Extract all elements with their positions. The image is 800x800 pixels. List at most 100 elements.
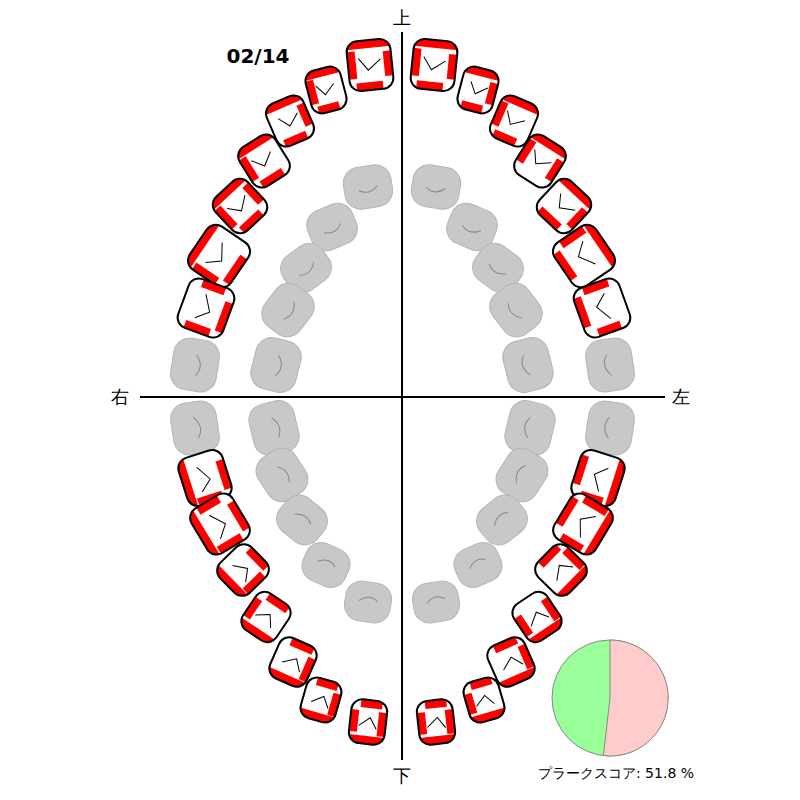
tooth-fissure [323, 223, 343, 235]
tooth-shape [409, 162, 463, 211]
tooth-fissure [254, 608, 277, 628]
tooth-fissure [207, 510, 231, 538]
axis-label: 上 [391, 8, 413, 28]
missing-tooth [449, 537, 507, 592]
tooth-fissure [282, 302, 298, 321]
tooth-fissure [520, 355, 530, 376]
tooth-fissure [358, 56, 381, 71]
tooth-outline [410, 38, 459, 92]
tooth-shape [168, 399, 221, 457]
tooth-fissure [603, 355, 611, 376]
plaque-areas [461, 675, 507, 725]
tooth-outline [416, 698, 457, 746]
axis-label: 右 [109, 387, 131, 407]
plaque-areas [348, 698, 389, 746]
tooth-fissure [506, 302, 522, 321]
tooth-shape [502, 397, 559, 458]
plaque-area [242, 183, 264, 205]
plaque-areas [410, 38, 459, 92]
missing-tooth [342, 579, 394, 626]
missing-tooth [583, 399, 636, 457]
tooth-fissure [603, 417, 611, 438]
plaque-areas [516, 130, 570, 182]
tooth-fissure [500, 654, 523, 672]
tooth-fissure [272, 417, 282, 438]
tooth-fissure [522, 417, 532, 438]
tooth-shape [298, 675, 344, 725]
plaque-areas [455, 64, 501, 116]
missing-tooth [410, 579, 462, 626]
tooth-shape [461, 675, 507, 725]
missing-tooth [483, 277, 548, 343]
date-label: 02/14 [227, 45, 290, 67]
tooth-fissure [298, 262, 316, 278]
plaque-area [227, 501, 250, 532]
missing-tooth [502, 397, 559, 458]
tooth-fissure [195, 293, 215, 322]
tooth-shape [247, 334, 304, 396]
tooth-fissure [468, 557, 487, 569]
charted-tooth [174, 275, 237, 340]
pie-clean [552, 640, 668, 756]
tooth-shape [583, 399, 636, 457]
tooth-shape [168, 336, 221, 394]
charted-tooth [455, 64, 501, 116]
tooth-shape [348, 698, 389, 746]
plaque-area [246, 547, 269, 571]
plaque-area [537, 206, 562, 230]
tooth-fissure [193, 417, 201, 438]
tooth-shape [583, 336, 636, 394]
missing-tooth [583, 336, 636, 394]
missing-tooth [409, 162, 463, 211]
tooth-outline [571, 275, 634, 340]
charted-tooth [303, 64, 349, 116]
tooth-fissure [426, 596, 445, 604]
tooth-fissure [526, 608, 549, 628]
tooth-shape [470, 489, 534, 552]
charted-tooth [348, 698, 389, 746]
tooth-outline [298, 675, 344, 725]
tooth-fissure [195, 465, 214, 492]
tooth-fissure [503, 111, 526, 129]
tooth-shape [341, 162, 395, 211]
tooth-fissure [572, 510, 596, 538]
tooth-fissure [461, 223, 481, 235]
tooth-fissure [359, 596, 378, 604]
tooth-outline [348, 698, 389, 746]
plaque-area [553, 251, 577, 281]
tooth-shape [174, 275, 237, 340]
pie-plaque [603, 640, 668, 756]
missing-tooth [499, 334, 556, 396]
tooth-fissure [358, 717, 377, 730]
tooth-shape [499, 334, 556, 396]
tooth-shape [455, 64, 501, 116]
missing-tooth [247, 334, 304, 396]
tooth-fissure [553, 193, 577, 216]
tooth-fissure [593, 293, 613, 322]
tooth-shape [571, 275, 634, 340]
tooth-shape [297, 537, 355, 592]
plaque-area [184, 220, 220, 268]
plaque-area [239, 209, 264, 233]
tooth-fissure [423, 56, 446, 71]
tooth-shape [410, 38, 459, 92]
tooth-fissure [551, 559, 574, 582]
tooth-fissure [277, 464, 292, 484]
axis-label: 下 [391, 766, 413, 786]
plaque-area [243, 572, 266, 595]
tooth-fissure [295, 510, 313, 526]
tooth-outline [303, 64, 349, 116]
tooth-fissure [590, 465, 609, 492]
charted-tooth [410, 38, 459, 92]
tooth-fissure [281, 654, 304, 672]
tooth-fissure [491, 510, 509, 526]
tooth-shape [449, 537, 507, 592]
plaque-areas [416, 698, 457, 746]
tooth-fissure [474, 693, 494, 708]
missing-tooth [168, 399, 221, 457]
tooth-fissure [487, 262, 505, 278]
tooth-shape [270, 489, 334, 552]
tooth-shape [246, 397, 303, 458]
missing-tooth [341, 162, 395, 211]
plaque-area [556, 496, 579, 527]
